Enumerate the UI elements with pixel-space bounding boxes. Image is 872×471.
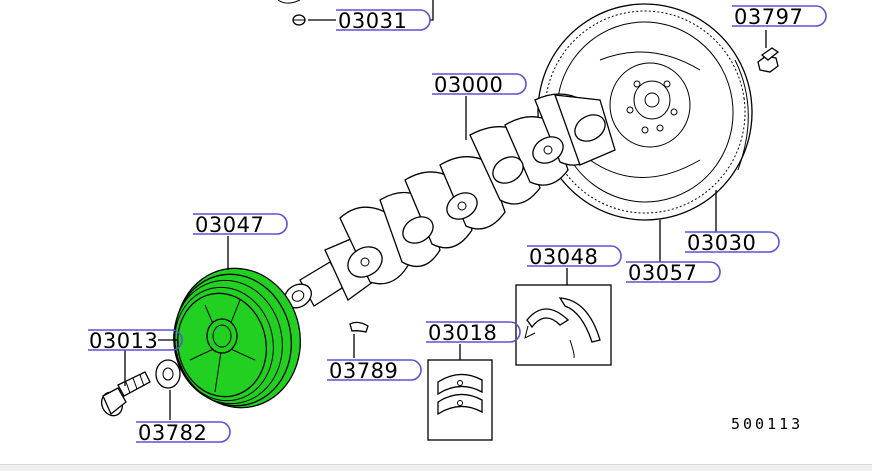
callout-label: 03000 — [434, 73, 503, 97]
washer-part[interactable] — [155, 359, 181, 389]
callout-label: 03031 — [338, 9, 407, 33]
callout-03782[interactable]: 03782 — [136, 421, 231, 445]
callout-label: 03047 — [195, 213, 264, 237]
callout-03000[interactable]: 03000 — [432, 73, 527, 97]
callout-03047[interactable]: 03047 — [193, 213, 288, 237]
callout-label: 03797 — [734, 5, 803, 29]
main-bearing-box[interactable] — [427, 359, 493, 441]
flywheel-bolt-part[interactable] — [757, 47, 780, 73]
diagram-reference-number: 500113 — [731, 415, 803, 433]
pulley-bolt-part[interactable] — [98, 371, 151, 419]
callout-label: 03782 — [138, 421, 207, 445]
callout-03030[interactable]: 03030 — [685, 231, 780, 255]
callout-03048[interactable]: 03048 — [527, 245, 622, 269]
flywheel-part[interactable] — [524, 0, 766, 234]
crankshaft-part[interactable] — [280, 93, 616, 313]
callout-label: 03057 — [628, 261, 697, 285]
callout-label: 03789 — [329, 359, 398, 383]
callout-03789[interactable]: 03789 — [327, 359, 422, 383]
woodruff-key-part[interactable] — [349, 321, 369, 333]
top-bolt-part[interactable] — [292, 14, 306, 26]
leader-lines — [124, 0, 767, 420]
bottom-divider — [0, 464, 872, 471]
callout-label: 03018 — [428, 321, 497, 345]
callout-label: 03013 — [89, 329, 158, 353]
thrust-bearing-box[interactable] — [515, 284, 612, 366]
callout-03797[interactable]: 03797 — [732, 5, 827, 29]
callout-03013[interactable]: 03013 — [88, 329, 183, 353]
callout-03031[interactable]: 03031 — [336, 9, 431, 33]
crankshaft-pulley-part[interactable] — [162, 257, 313, 420]
callout-03018[interactable]: 03018 — [426, 321, 521, 345]
callout-03057[interactable]: 03057 — [626, 261, 721, 285]
callout-label: 03030 — [687, 231, 756, 255]
callout-label: 03048 — [529, 245, 598, 269]
